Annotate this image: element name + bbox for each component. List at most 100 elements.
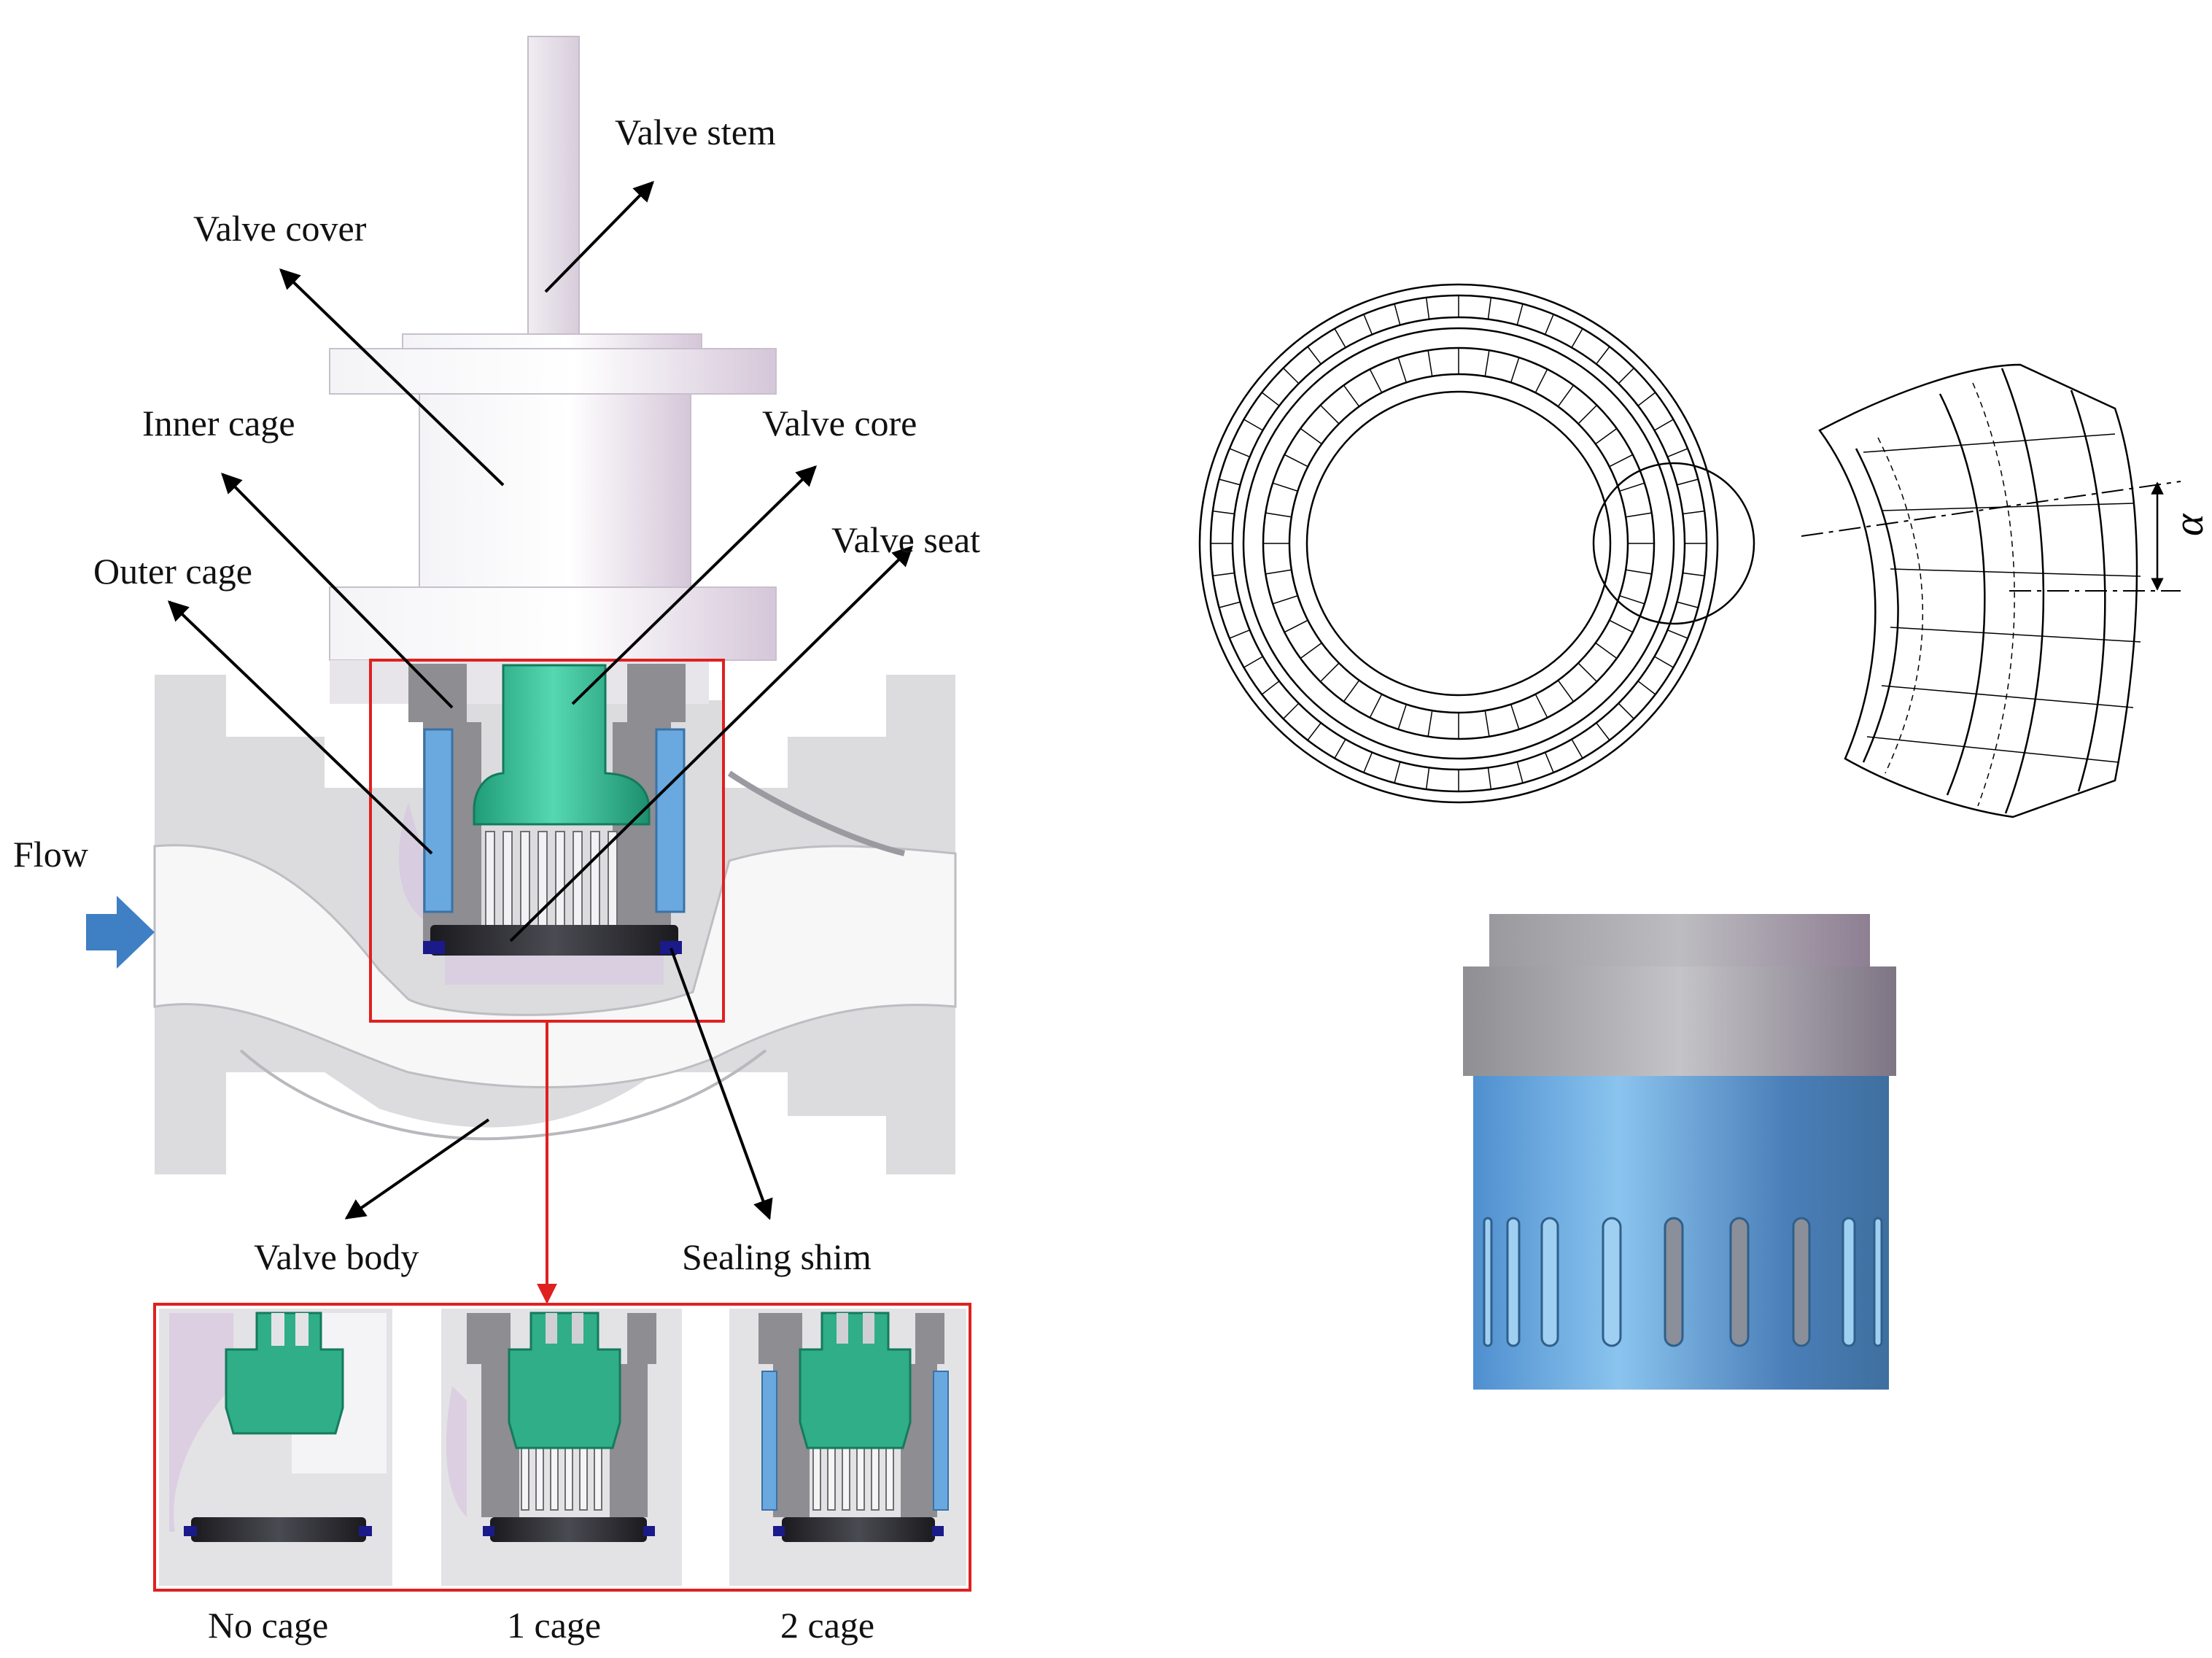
ring-slot-line xyxy=(1212,510,1235,515)
label-inner-cage: Inner cage xyxy=(142,403,295,443)
valve-stem-shape xyxy=(527,36,580,335)
label-valve-seat: Valve seat xyxy=(831,519,980,560)
variant-1-cage: 1 cage xyxy=(441,1309,682,1646)
ring-slot-line xyxy=(1334,328,1346,348)
alpha-symbol: α xyxy=(2165,513,2212,536)
ring-slot-line xyxy=(1637,681,1656,695)
ring-slot-line xyxy=(1272,594,1298,605)
part-labels: Valve stem Valve cover Inner cage Valve … xyxy=(13,112,980,1277)
ring-slot-line xyxy=(1319,662,1340,683)
ring-slot-line xyxy=(1577,404,1598,425)
ring-slot-line xyxy=(1261,681,1280,695)
cage-3d-render xyxy=(1463,914,1896,1390)
valve-core-arrow xyxy=(571,465,818,705)
ring-slot-line xyxy=(1283,702,1300,719)
ring-slot-line xyxy=(1229,629,1250,639)
detail-magnifier-circle xyxy=(1592,462,1755,625)
ring-slot-line xyxy=(1307,346,1322,365)
ring-slot-line xyxy=(1516,303,1524,325)
ring-slot-line xyxy=(1516,762,1524,783)
ring-slot-line xyxy=(1284,619,1308,633)
ring-slot-line xyxy=(1609,619,1634,633)
ring-slot-line xyxy=(1609,454,1634,468)
ring-slot-line xyxy=(1319,404,1340,425)
ring-slot-line xyxy=(1284,454,1308,468)
cage-slot xyxy=(1602,1217,1622,1347)
label-valve-core: Valve core xyxy=(762,403,917,443)
inner-cage-arrow xyxy=(221,473,454,709)
ring-slot-line xyxy=(1261,392,1280,406)
ring-slot-line xyxy=(1484,350,1490,376)
cage-slot xyxy=(1483,1217,1493,1347)
ring-slot-line xyxy=(1619,594,1645,605)
ring-slot-line xyxy=(1571,739,1583,759)
ring-slot-line xyxy=(1307,722,1322,741)
ring-slot-line xyxy=(1243,419,1263,431)
ring-slot-line xyxy=(1654,656,1674,668)
ring-slot-line xyxy=(1397,357,1408,383)
ring-slot-line xyxy=(1427,350,1433,376)
cage-slot xyxy=(1506,1217,1521,1347)
ring-slot-line xyxy=(1265,512,1292,518)
variant-label-no-cage: No cage xyxy=(208,1605,328,1646)
cage-variants-panel: No cage 1 cage xyxy=(153,1303,971,1646)
ring-slot-line xyxy=(1425,767,1430,790)
ring-slot-line xyxy=(1677,601,1699,608)
ring-slot-line xyxy=(1683,572,1705,577)
variant-label-1-cage: 1 cage xyxy=(507,1605,601,1646)
ring-slot-line xyxy=(1544,752,1554,773)
cage-slot xyxy=(1729,1217,1750,1347)
label-valve-stem: Valve stem xyxy=(615,112,776,152)
ring-slot-line xyxy=(1219,601,1241,608)
ring-slot-line xyxy=(1534,694,1548,718)
outer-cage-arrow xyxy=(167,600,433,855)
ring-slot-line xyxy=(1343,680,1360,702)
ring-slot-line xyxy=(1637,392,1656,406)
cage-slot xyxy=(1540,1217,1559,1347)
ring-slot-line xyxy=(1596,346,1610,365)
ring-slot-line xyxy=(1300,642,1322,659)
ring-slot-line xyxy=(1363,752,1373,773)
ring-slot-line xyxy=(1334,739,1346,759)
cage-ring-drawing xyxy=(1198,283,1755,804)
ring-slot-line xyxy=(1363,314,1373,335)
label-valve-body: Valve body xyxy=(254,1236,419,1277)
ring-slot-line xyxy=(1577,662,1598,683)
ring-slot-line xyxy=(1626,569,1652,575)
ring-slot-line xyxy=(1425,297,1430,319)
valve-seat-arrow xyxy=(509,546,913,942)
ring-slot-line xyxy=(1397,704,1408,730)
leader-arrows xyxy=(167,181,913,1220)
ring-slot-line xyxy=(1626,512,1652,518)
ring-slot-line xyxy=(1596,722,1610,741)
ring-slot-line xyxy=(1243,656,1263,668)
label-valve-cover: Valve cover xyxy=(193,208,367,249)
ring-slot-line xyxy=(1265,569,1292,575)
ring-slot-line xyxy=(1557,384,1575,407)
valve-internals xyxy=(398,664,686,985)
variant-label-2-cage: 2 cage xyxy=(780,1605,874,1646)
ring-slot-line xyxy=(1212,572,1235,577)
ring-slot-line xyxy=(1229,448,1250,458)
ring-slot-line xyxy=(1510,704,1520,730)
ring-slot-line xyxy=(1544,314,1554,335)
ring-slot-line xyxy=(1667,629,1688,639)
ring-slot-line xyxy=(1283,368,1300,384)
ring-slot-line xyxy=(1677,479,1699,486)
cage-segment-detail: α xyxy=(1801,363,2212,818)
label-flow: Flow xyxy=(13,834,88,875)
ring-slot-line xyxy=(1484,710,1490,737)
ring-slot-line xyxy=(1487,297,1492,319)
sealing-shim-arrow xyxy=(670,948,773,1220)
cage-slot xyxy=(1842,1217,1856,1347)
ring-slot-line xyxy=(1343,384,1360,407)
cage-slot xyxy=(1792,1217,1811,1347)
ring-slot-line xyxy=(1394,303,1401,325)
label-sealing-shim: Sealing shim xyxy=(682,1236,872,1277)
ring-slot-line xyxy=(1667,448,1688,458)
valve-body-arrow xyxy=(344,1118,490,1220)
ring-slot-line xyxy=(1618,368,1634,384)
variants-frame xyxy=(153,1303,971,1592)
ring-slot-line xyxy=(1683,510,1705,515)
